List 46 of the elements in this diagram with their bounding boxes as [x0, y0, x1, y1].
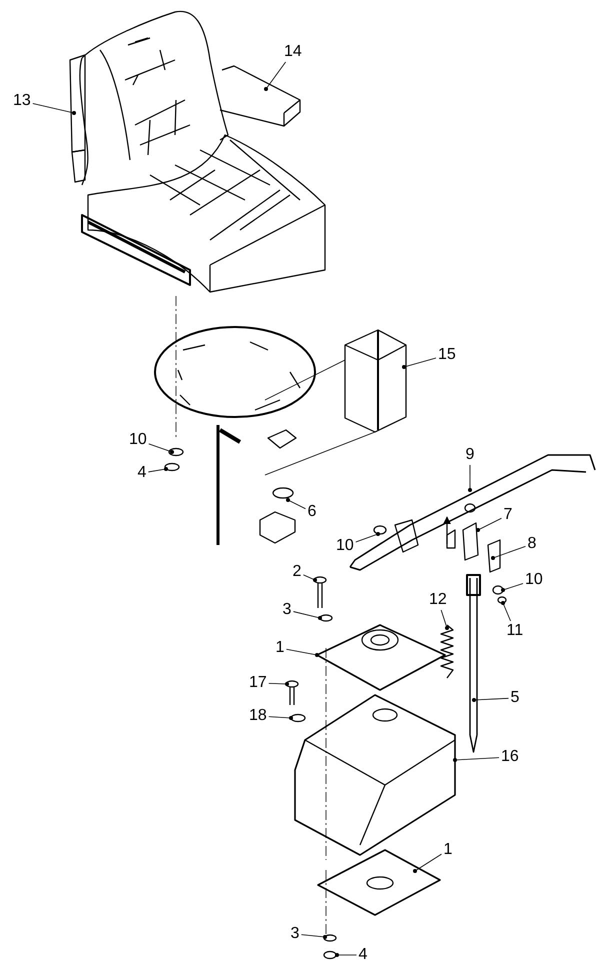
leader-line — [491, 546, 526, 560]
callout-number: 10 — [336, 537, 354, 555]
callout-number: 11 — [506, 622, 524, 640]
leader-line — [476, 518, 502, 532]
callout-number: 3 — [282, 601, 292, 619]
leader-line — [286, 498, 306, 510]
callout-number: 18 — [249, 707, 267, 725]
leader-line — [413, 854, 442, 873]
leader-line — [32, 103, 76, 115]
callout-number: 1 — [444, 841, 452, 859]
callout-number: 12 — [429, 591, 447, 609]
callout-number: 16 — [501, 748, 519, 766]
leader-line — [303, 574, 317, 582]
leader-line — [468, 464, 472, 492]
callout-number: 7 — [504, 506, 512, 524]
callout-number: 5 — [510, 689, 520, 707]
callout-number: 10 — [129, 431, 147, 449]
leader-line — [264, 62, 286, 91]
leader-line — [453, 757, 500, 762]
leader-line — [148, 443, 174, 454]
leader-line — [286, 648, 319, 657]
callout-number: 9 — [466, 446, 474, 464]
callout-number: 17 — [249, 674, 267, 692]
leader-line — [402, 358, 436, 369]
leader-line — [293, 611, 322, 620]
leader-line — [301, 934, 327, 939]
leader-line — [501, 601, 511, 622]
callout-number: 6 — [308, 503, 316, 521]
callout-number: 8 — [528, 535, 536, 553]
callout-number: 3 — [290, 925, 300, 943]
leader-line — [335, 953, 357, 957]
leader-line — [148, 467, 168, 472]
leader-line — [355, 532, 380, 542]
leader-line — [472, 698, 509, 702]
callout-number: 14 — [284, 43, 302, 61]
leader-line — [440, 610, 449, 630]
callout-number: 10 — [525, 571, 543, 589]
callout-number: 4 — [358, 946, 368, 964]
callout-number: 4 — [138, 464, 146, 482]
callout-number: 1 — [276, 639, 284, 657]
callout-number: 13 — [13, 92, 31, 110]
leader-line — [268, 716, 293, 720]
callout-number: 15 — [438, 346, 456, 364]
leader-line — [501, 583, 524, 592]
leader-line — [268, 682, 289, 686]
callout-number: 2 — [292, 563, 302, 581]
